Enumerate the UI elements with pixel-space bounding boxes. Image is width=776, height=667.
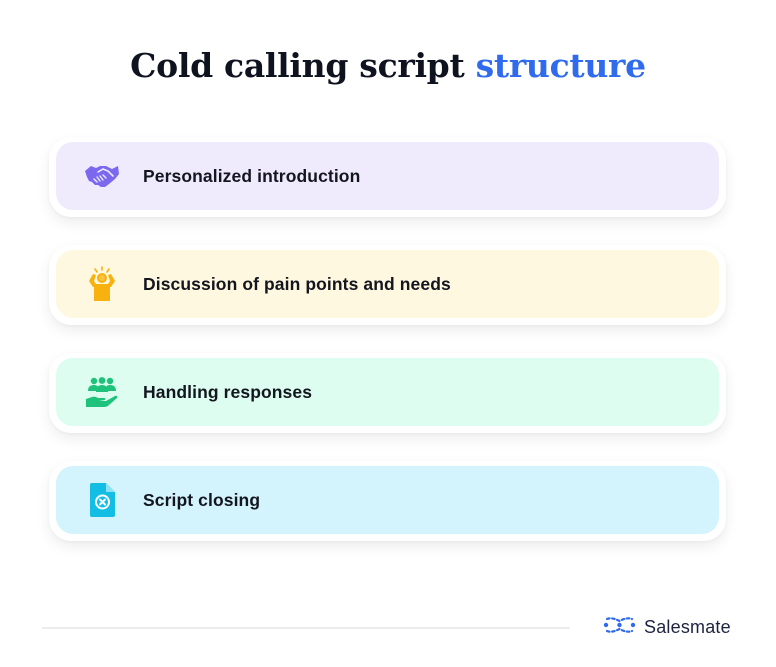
- brand-name: Salesmate: [644, 617, 731, 637]
- page-title: Cold calling script structure: [0, 46, 776, 85]
- brand-logo: Salesmate: [603, 616, 731, 639]
- step-label: Personalized introduction: [143, 165, 361, 186]
- step-card-script-closing: Script closing: [49, 461, 726, 541]
- step-card-body: Personalized introduction: [56, 142, 719, 210]
- title-prefix: Cold calling script: [130, 46, 476, 85]
- step-card-handling-responses: Handling responses: [49, 353, 726, 433]
- people-hand-icon: [84, 374, 120, 410]
- step-label: Script closing: [143, 489, 261, 510]
- handshake-icon: [84, 158, 120, 194]
- title-accent: structure: [475, 46, 647, 85]
- stressed-person-icon: [84, 266, 120, 302]
- step-card-personalized-introduction: Personalized introduction: [49, 137, 726, 217]
- step-card-body: Discussion of pain points and needs: [56, 250, 719, 318]
- step-card-pain-points: Discussion of pain points and needs: [49, 245, 726, 325]
- step-card-body: Script closing: [56, 466, 719, 534]
- step-label: Discussion of pain points and needs: [143, 273, 451, 294]
- document-close-icon: [84, 482, 120, 518]
- salesmate-logo-icon: [603, 616, 636, 639]
- step-card-body: Handling responses: [56, 358, 719, 426]
- footer-divider: [42, 627, 570, 629]
- step-label: Handling responses: [143, 381, 313, 402]
